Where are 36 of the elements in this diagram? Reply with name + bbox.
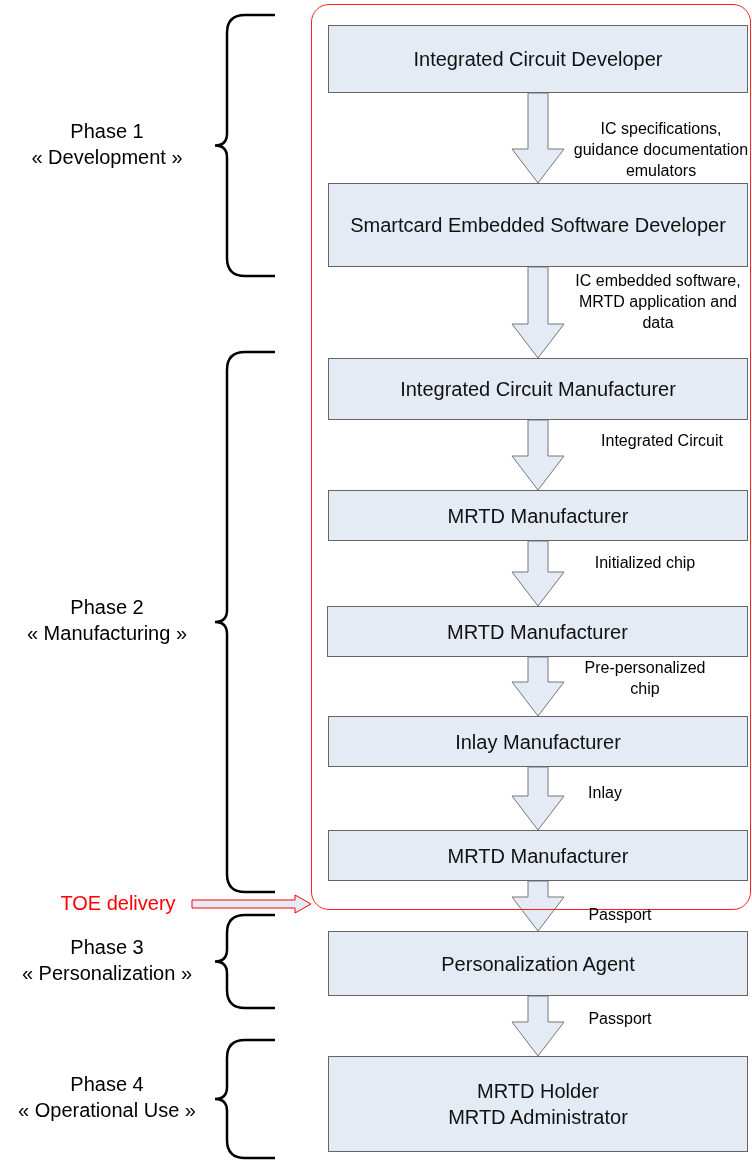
block-arrow: [511, 995, 565, 1057]
process-box: Integrated Circuit Manufacturer: [328, 358, 748, 420]
process-box: MRTD Manufacturer: [328, 490, 748, 541]
block-arrow: [511, 419, 565, 491]
phase-label: Phase 3: [69, 934, 145, 960]
process-box: MRTD Holder MRTD Administrator: [328, 1056, 748, 1152]
block-arrow: [511, 540, 565, 607]
edge-label: IC embedded software, MRTD application and data: [574, 271, 742, 333]
annotation-text: TOE delivery: [50, 890, 186, 916]
block-arrow: [511, 92, 565, 184]
phase-label: « Development »: [30, 144, 184, 170]
edge-label: Integrated Circuit: [600, 431, 724, 451]
block-arrow: [511, 656, 565, 717]
process-box: MRTD Manufacturer: [327, 606, 748, 657]
block-arrow: [511, 880, 565, 932]
group-outline: [311, 4, 751, 910]
edge-label: Passport: [587, 1009, 653, 1029]
edge-label: Initialized chip: [593, 553, 697, 573]
process-box: Integrated Circuit Developer: [328, 25, 748, 93]
phase-label: « Manufacturing »: [25, 621, 189, 646]
block-arrow: [191, 894, 312, 914]
process-box: Inlay Manufacturer: [328, 716, 748, 767]
phase-label: « Operational Use »: [17, 1098, 197, 1123]
phase-label: « Personalization »: [20, 960, 194, 986]
phase-label: Phase 2: [69, 595, 145, 620]
process-box: Personalization Agent: [328, 931, 748, 996]
edge-label: Pre-personalized chip: [583, 658, 707, 699]
edge-label: IC specifications, guidance documentation emulators: [572, 119, 750, 181]
edge-label: Inlay: [587, 783, 623, 803]
process-box: Smartcard Embedded Software Developer: [328, 183, 748, 267]
edge-label: Passport: [587, 905, 653, 925]
block-arrow: [511, 766, 565, 831]
phase-label: Phase 4: [69, 1072, 145, 1097]
phase-label: Phase 1: [69, 118, 145, 144]
block-arrow: [511, 266, 565, 359]
process-box: MRTD Manufacturer: [328, 830, 748, 881]
